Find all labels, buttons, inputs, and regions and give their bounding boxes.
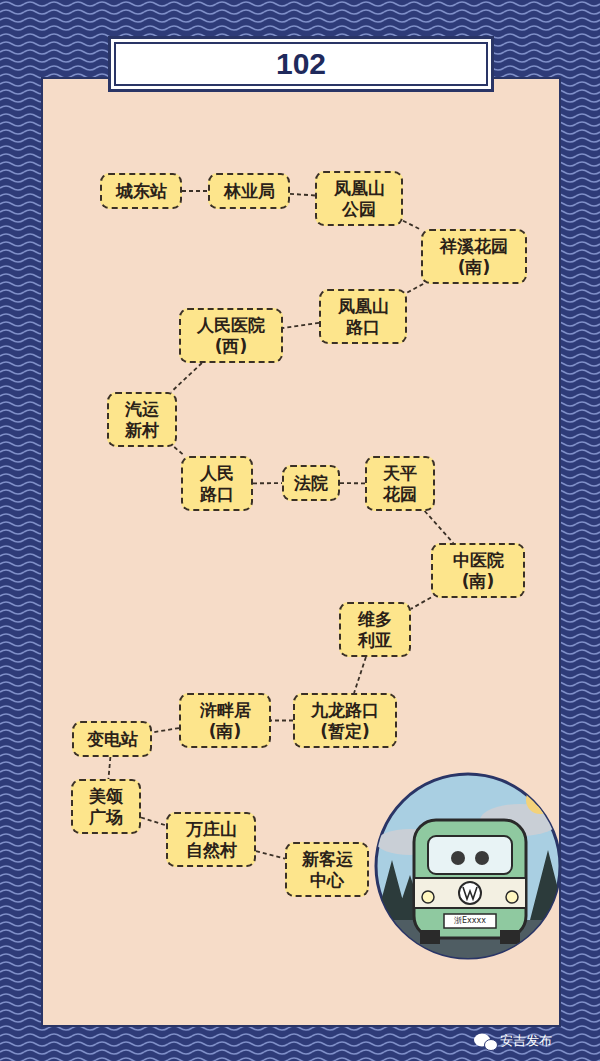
stop-box: 祥溪花园 (南) [421,229,527,284]
stop-box: 中医院 (南) [431,543,525,598]
stop-box: 九龙路口 (暂定) [293,693,397,748]
stop-name: 人民 路口 [189,463,245,503]
stop-name: 汽运 新村 [115,399,169,439]
stop-name: 凤凰山 公园 [323,178,395,218]
stop-box: 变电站 [72,721,152,757]
route-connector [171,363,202,392]
stop-box: 人民 路口 [181,456,253,511]
stop-box: 凤凰山 公园 [315,171,403,226]
title-box: 102 [108,36,494,92]
stop-name: 人民医院 (西) [187,315,275,355]
stop-box: 法院 [282,465,340,501]
stop-name: 祥溪花园 (南) [429,236,519,276]
route-connector [108,757,110,779]
inner-panel [42,78,560,1026]
stop-name: 万庄山 自然村 [174,819,248,859]
route-connector [174,447,185,456]
route-connector [283,323,319,328]
stop-box: 凤凰山 路口 [319,289,407,344]
stop-name: 变电站 [87,729,138,749]
wechat-icon [474,1034,498,1051]
route-connector [152,728,179,732]
stop-name: 九龙路口 (暂定) [301,700,389,740]
stop-box: 新客运 中心 [285,842,369,897]
stop-box: 浒畔居 (南) [179,693,271,748]
stop-name: 城东站 [116,181,167,201]
stop-name: 浒畔居 (南) [187,700,263,740]
stop-name: 新客运 中心 [293,849,361,889]
stop-box: 人民医院 (西) [179,308,283,363]
stop-name: 美颂 广场 [79,786,133,826]
route-connector [182,190,208,192]
stop-name: 维多 利亚 [347,609,403,649]
stop-name: 法院 [294,473,328,493]
route-connector [253,482,282,484]
route-connector [256,851,285,859]
route-connector [290,194,315,196]
route-connector [411,597,431,608]
route-connector [271,720,293,722]
route-connector [425,511,454,543]
stop-box: 维多 利亚 [339,602,411,657]
route-number: 102 [276,47,326,81]
route-connector [340,482,365,484]
route-connector [141,818,166,826]
stop-box: 天平 花园 [365,456,435,511]
stop-name: 凤凰山 路口 [327,296,399,336]
stop-name: 天平 花园 [373,463,427,503]
stop-name: 林业局 [224,181,275,201]
route-connector [354,657,366,693]
stop-box: 万庄山 自然村 [166,812,256,867]
stop-box: 城东站 [100,173,182,209]
stop-name: 中医院 (南) [439,550,517,590]
stop-box: 汽运 新村 [107,392,177,447]
route-connector [403,221,421,230]
watermark: 安吉发布 [500,1032,552,1050]
route-connector [407,284,423,293]
stop-box: 美颂 广场 [71,779,141,834]
bus-illustration [370,774,570,970]
stop-box: 林业局 [208,173,290,209]
license-plate: 浙Exxxx [446,915,494,926]
